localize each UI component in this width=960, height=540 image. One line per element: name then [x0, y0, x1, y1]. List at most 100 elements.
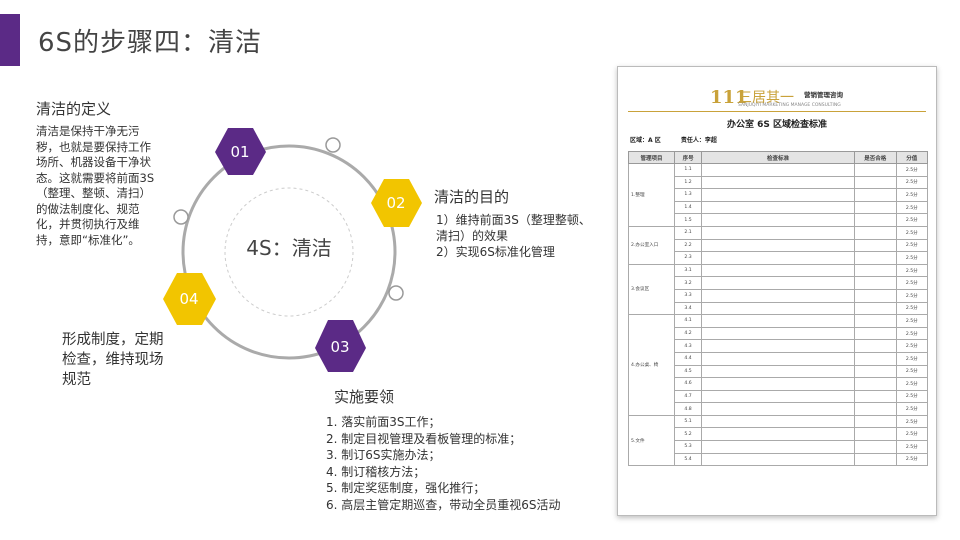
sequence-cell: 2.3 [673, 251, 703, 265]
management-item-cell: 5.文件 [628, 414, 675, 467]
criteria-cell [701, 339, 855, 353]
pass-cell [853, 414, 897, 429]
table-row: 1.4 2.5分 [629, 200, 929, 215]
pass-cell [853, 389, 897, 404]
pass-cell [853, 276, 897, 290]
criteria-cell [701, 163, 855, 177]
logo-tagline: 营销管理咨询 [804, 91, 843, 99]
implementation-item: 4. 制订稽核方法； [326, 464, 426, 479]
step-03-hexagon [315, 320, 366, 372]
criteria-cell [701, 402, 855, 416]
score-cell: 2.5分 [895, 188, 929, 202]
score-cell: 2.5分 [895, 389, 929, 404]
management-item-cell: 4.办公桌、椅 [628, 314, 675, 416]
implementation-item: 5. 制定奖惩制度，强化推行； [326, 481, 486, 495]
table-header-row: 管理项目 序号 检查标准 是否合格 分值 [628, 151, 929, 164]
implementation-list: 1. 落实前面3S工作； 2. 制定目视管理及看板管理的标准； 3. 制订6S实… [326, 414, 616, 513]
criteria-cell [701, 288, 855, 303]
criteria-cell [701, 263, 855, 278]
sequence-cell: 3.3 [673, 288, 703, 303]
pass-cell [853, 364, 897, 379]
score-cell: 2.5分 [895, 339, 929, 353]
purpose-list: 1）维持前面3S（整理整顿、清扫）的效果 2）实现6S标准化管理 [436, 212, 596, 260]
connector-dot [173, 209, 189, 225]
score-cell: 2.5分 [895, 314, 929, 328]
criteria-cell [701, 175, 855, 190]
criteria-cell [701, 452, 855, 467]
sequence-cell: 1.3 [673, 188, 703, 202]
document-meta: 区域：A 区 责任人：李超 [630, 135, 735, 144]
score-cell: 2.5分 [895, 427, 929, 442]
score-cell: 2.5分 [895, 326, 929, 341]
step-02-hexagon [371, 179, 422, 227]
management-item-cell: 3.会议区 [628, 263, 675, 316]
implementation-item: 3. 制订6S实施办法； [326, 448, 441, 462]
column-header: 分值 [895, 151, 929, 164]
area-label: 区域：A 区 [630, 137, 661, 144]
step-02-label: 02 [386, 194, 406, 212]
criteria-cell [701, 440, 855, 454]
document-title: 办公室 6S 区域检查标准 [726, 120, 827, 130]
sequence-cell: 5.1 [673, 414, 703, 429]
criteria-cell [701, 414, 855, 429]
score-cell: 2.5分 [895, 402, 929, 416]
inner-dashed-circle [224, 187, 354, 317]
pass-cell [853, 163, 897, 177]
criteria-cell [701, 225, 855, 240]
table-row: 3.4 2.5分 [629, 301, 929, 316]
criteria-cell [701, 188, 855, 202]
sequence-cell: 4.6 [673, 377, 703, 391]
criteria-cell [701, 389, 855, 404]
criteria-cell [701, 364, 855, 379]
sequence-cell: 2.1 [673, 225, 703, 240]
implementation-heading: 实施要领 [334, 388, 395, 406]
implementation-item: 2. 制定目视管理及看板管理的标准； [326, 431, 522, 446]
criteria-cell [701, 301, 855, 316]
sequence-cell: 1.4 [673, 200, 703, 215]
score-cell: 2.5分 [895, 301, 929, 316]
implementation-item: 6. 高层主管定期巡查，带动全员重视6S活动 [326, 497, 561, 512]
slide-title: 6S的步骤四：清洁 [38, 28, 263, 58]
score-cell: 2.5分 [895, 351, 929, 366]
pass-cell [853, 263, 897, 278]
purpose-heading: 清洁的目的 [434, 188, 510, 206]
management-item-cell: 1.整理 [628, 163, 675, 227]
pass-cell [853, 200, 897, 215]
company-logo: 111 三居其一 营销管理咨询 SANJUQIYI MARKETING MANA… [710, 85, 870, 111]
pass-cell [853, 440, 897, 454]
score-cell: 2.5分 [895, 238, 929, 253]
header-rule [628, 111, 926, 112]
connector-dot [325, 137, 341, 153]
connector-dot [388, 285, 404, 301]
title-accent-bar [0, 14, 20, 66]
sequence-cell: 4.8 [673, 402, 703, 416]
pass-cell [853, 452, 897, 467]
column-header: 序号 [673, 151, 703, 164]
sequence-cell: 4.3 [673, 339, 703, 353]
pass-cell [853, 251, 897, 265]
criteria-cell [701, 427, 855, 442]
definition-text: 清洁是保持干净无污秽，也就是要保持工作场所、机器设备干净状态。这就需要将前面3S… [36, 124, 155, 247]
pass-cell [853, 238, 897, 253]
score-cell: 2.5分 [895, 200, 929, 215]
score-cell: 2.5分 [895, 440, 929, 454]
step-04-hexagon [163, 273, 216, 325]
sequence-cell: 3.2 [673, 276, 703, 290]
score-cell: 2.5分 [895, 276, 929, 290]
pass-cell [853, 175, 897, 190]
sequence-cell: 3.4 [673, 301, 703, 316]
table-row: 1.3 2.5分 [629, 188, 929, 202]
pass-cell [853, 301, 897, 316]
management-item-cell: 2.办公室入口 [628, 225, 675, 265]
score-cell: 2.5分 [895, 414, 929, 429]
